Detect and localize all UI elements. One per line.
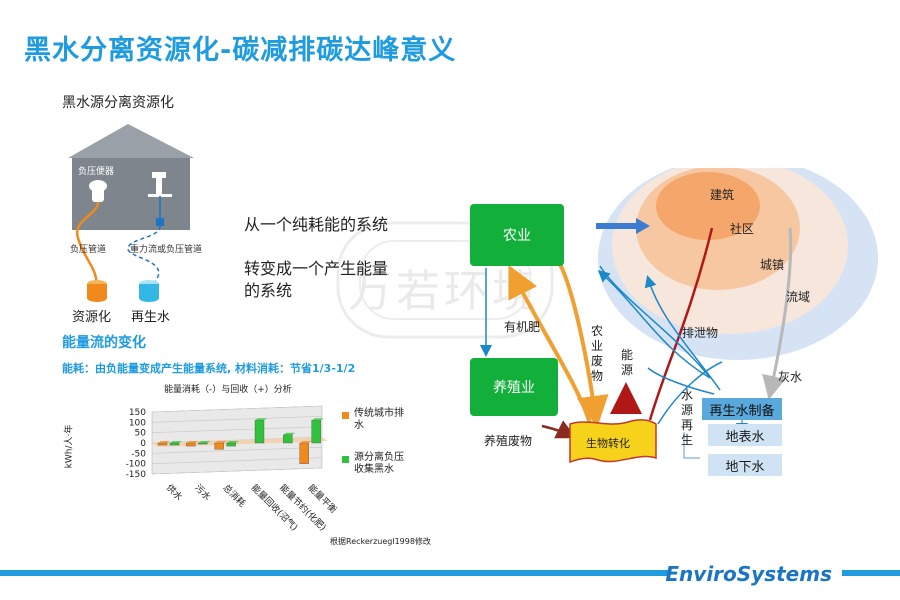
- legend-swatch-2: [342, 456, 349, 463]
- y-tick-label: 100: [129, 418, 146, 428]
- chart-bar-top: [226, 441, 239, 443]
- chart-bar-top: [255, 418, 267, 421]
- ring-building: 建筑: [710, 188, 735, 202]
- ring-community: 社区: [730, 222, 755, 236]
- y-tick-label: -50: [131, 449, 146, 459]
- chart-gridline: [151, 426, 323, 433]
- y-tick-label: -150: [126, 470, 147, 480]
- chart-ylabel: kWh/人·年: [64, 424, 75, 469]
- legend-item-1: 传统城市排水: [342, 408, 412, 432]
- house-subtitle: 黑水源分离资源化: [62, 95, 174, 111]
- chart-gridline: [151, 447, 323, 454]
- label-breeding-waste: 养殖废物: [484, 434, 533, 448]
- chart-bar: [198, 442, 208, 445]
- flow-diagram: 农业 养殖业 生物转化 有机肥 农业废物 能源 养殖废物 排泄物 灰水 水源再生…: [460, 168, 900, 498]
- chart-bar: [299, 442, 309, 464]
- label-energy: 能源: [620, 348, 633, 377]
- footer-bar-right: [842, 570, 900, 576]
- chart-gridline: [151, 467, 323, 475]
- chart-canvas: 150100500-50-100-150供水污水总消耗能量回收(沼气)能量节约(…: [126, 405, 339, 534]
- brand-logo: EnviroSystems: [665, 562, 832, 586]
- statement-line-3: 的系统: [244, 281, 293, 300]
- chart-gridline: [151, 405, 323, 413]
- pipe-right-label: 重力流或负压管道: [130, 245, 203, 255]
- chart-bar: [254, 420, 265, 444]
- y-tick-label: -100: [126, 460, 147, 470]
- chart-bar: [186, 442, 196, 447]
- y-tick-label: 50: [135, 429, 147, 439]
- chart-bar: [169, 442, 180, 446]
- label-water-regen: 水源再生: [680, 388, 693, 447]
- house-toilet-label: 负压便器: [78, 167, 115, 177]
- chart-bar-top: [311, 418, 324, 421]
- chart-bar: [311, 420, 321, 444]
- regen-water-box: 再生水制备: [702, 398, 782, 420]
- groundwater-box: 地下水: [708, 454, 782, 476]
- bio-conversion-label: 生物转化: [586, 437, 630, 450]
- agriculture-node: 农业: [470, 204, 564, 266]
- x-tick-label: 总消耗: [221, 482, 249, 510]
- chart-bar-top: [158, 441, 170, 443]
- energy-heading: 能量流的变化: [62, 335, 146, 351]
- chart-bar: [226, 442, 236, 447]
- chart-title: 能量消耗（-）与回收（+）分析: [164, 385, 292, 395]
- ring-basin: 流域: [786, 290, 811, 304]
- legend-label-1: 传统城市排水: [354, 408, 404, 431]
- label-fertilizer: 有机肥: [504, 320, 541, 334]
- house-illustration: 负压便器 负压管道 重力流或负压管道: [60, 120, 250, 320]
- energy-note: 能耗：由负能量变成产生能量系统, 材料消耗：节省1/3-1/2: [62, 362, 356, 375]
- chart-gridline: [151, 416, 323, 423]
- x-tick-label: 供水: [164, 482, 185, 503]
- label-discharge: 排泄物: [682, 326, 719, 340]
- legend-swatch-1: [342, 412, 349, 419]
- bio-conversion-node: 生物转化: [568, 418, 658, 468]
- watermark: 万若环境: [330, 215, 560, 345]
- chart-bar: [157, 442, 168, 446]
- legend-item-2: 源分离负压收集黑水: [342, 452, 412, 476]
- chart-source: 根据Reckerzuegl1998修改: [330, 537, 431, 546]
- x-tick-label: 能量回收(沼气): [249, 482, 301, 534]
- bucket-left-label: 资源化: [72, 310, 112, 325]
- watermark-text: 万若环境: [348, 266, 540, 317]
- y-tick-label: 150: [129, 408, 146, 418]
- label-greywater: 灰水: [778, 370, 803, 384]
- pipe-left-label: 负压管道: [70, 245, 107, 255]
- slide-title: 黑水分离资源化-碳减排碳达峰意义: [24, 35, 457, 66]
- chart-gridline: [151, 457, 323, 464]
- footer-bar-left: [0, 570, 668, 576]
- chart-bar-top: [214, 441, 227, 443]
- chart-bar-top: [283, 432, 296, 435]
- label-agri-waste: 农业废物: [590, 324, 603, 383]
- statement-line-2: 转变成一个产生能量: [244, 259, 389, 278]
- y-tick-label: 0: [140, 439, 146, 449]
- chart-bar: [283, 434, 293, 444]
- x-tick-label: 污水: [192, 482, 213, 503]
- bucket-right-label: 再生水: [131, 310, 171, 325]
- chart-bar-top: [186, 441, 199, 443]
- legend-label-2: 源分离负压收集黑水: [354, 452, 404, 475]
- chart-bar-top: [198, 441, 211, 443]
- statement-line-1: 从一个纯耗能的系统: [244, 215, 389, 234]
- surface-water-box: 地表水: [708, 424, 782, 446]
- chart-bar: [214, 442, 224, 450]
- chart-bar-top: [170, 441, 182, 443]
- chart-bar-top: [299, 441, 312, 443]
- ring-town: 城镇: [760, 258, 785, 272]
- breeding-node: 养殖业: [470, 358, 558, 416]
